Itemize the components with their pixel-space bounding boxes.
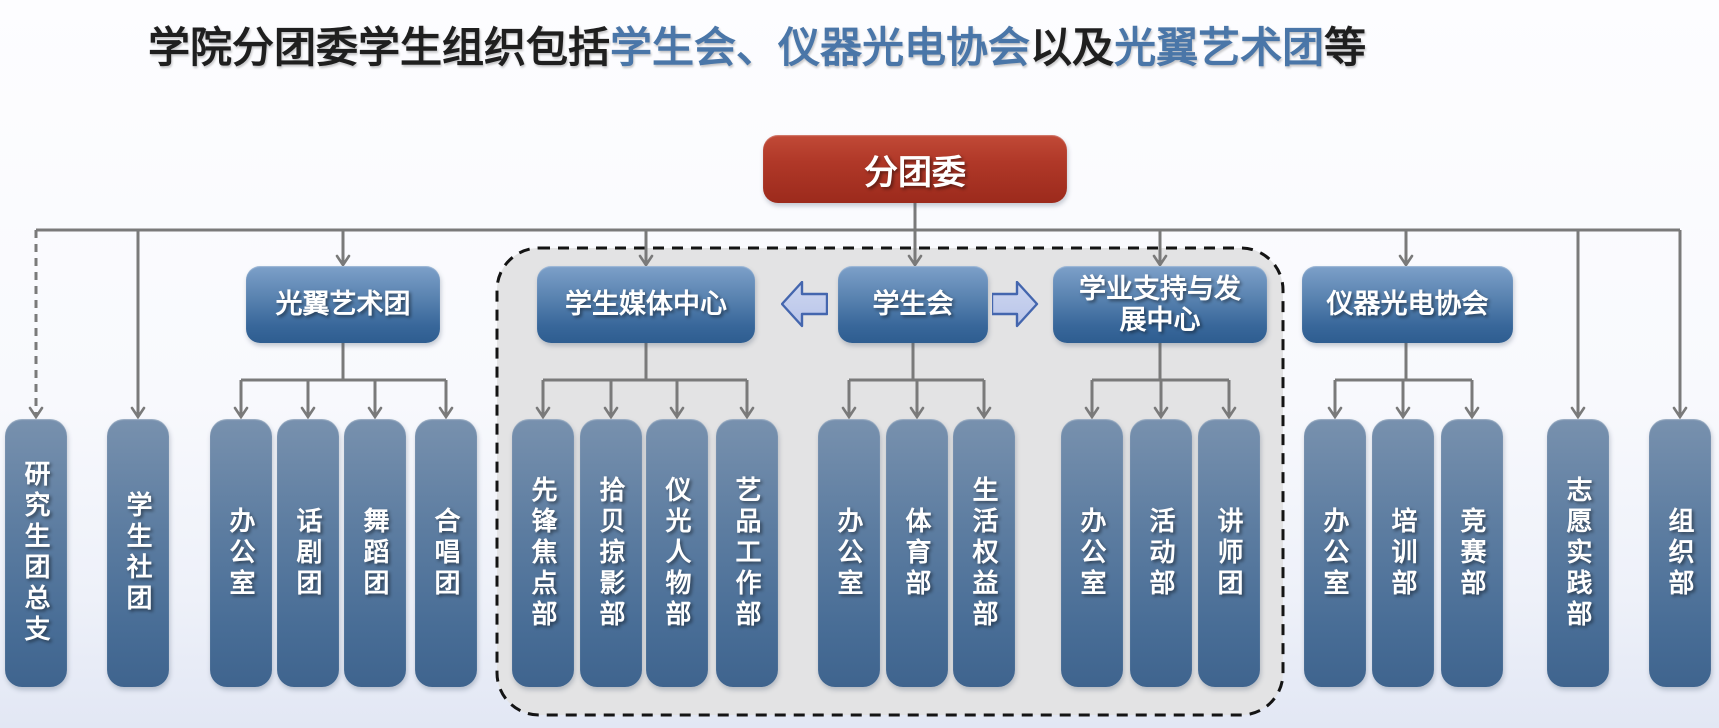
title-segment: 仪器光电协会	[778, 24, 1031, 71]
leaf-node: 办公室	[818, 419, 880, 687]
leaf-node-label: 体育部	[902, 506, 932, 600]
branch-node-label: 学生媒体中心	[565, 289, 727, 320]
leaf-node-label: 培训部	[1388, 506, 1418, 600]
leaf-node: 生活权益部	[953, 419, 1015, 687]
root-node-label: 分团委	[864, 153, 966, 192]
leaf-node: 体育部	[886, 419, 948, 687]
flow-arrow-left-icon	[780, 280, 829, 333]
standalone-node-label: 志愿实践部	[1563, 475, 1593, 631]
branch-node: 光翼艺术团	[246, 266, 440, 343]
title-segment: 等	[1324, 24, 1367, 71]
title-segment: 光翼艺术团	[1114, 24, 1325, 71]
leaf-node: 合唱团	[415, 419, 477, 687]
leaf-node: 先锋焦点部	[512, 419, 574, 687]
leaf-node: 讲师团	[1198, 419, 1260, 687]
leaf-node-label: 生活权益部	[969, 475, 999, 631]
branch-node-label: 仪器光电协会	[1326, 289, 1489, 320]
branch-node-label: 光翼艺术团	[275, 289, 411, 320]
flow-arrow-right-icon	[990, 280, 1039, 333]
standalone-node: 组织部	[1649, 419, 1711, 687]
leaf-node-label: 先锋焦点部	[528, 475, 558, 631]
root-node: 分团委	[763, 135, 1067, 203]
leaf-node: 办公室	[1304, 419, 1366, 687]
leaf-node-label: 仪光人物部	[662, 475, 692, 631]
standalone-node: 学生社团	[107, 419, 169, 687]
branch-node: 学生会	[838, 266, 988, 343]
leaf-node: 培训部	[1372, 419, 1434, 687]
leaf-node: 办公室	[210, 419, 272, 687]
standalone-node: 研究生团总支	[5, 419, 67, 687]
standalone-node-label: 学生社团	[123, 491, 153, 615]
leaf-node: 艺品工作部	[716, 419, 778, 687]
leaf-node-label: 活动部	[1146, 506, 1176, 600]
leaf-node-label: 讲师团	[1214, 506, 1244, 600]
leaf-node-label: 办公室	[1320, 506, 1350, 600]
branch-node: 仪器光电协会	[1302, 266, 1513, 343]
leaf-node-label: 合唱团	[431, 506, 461, 600]
leaf-node: 拾贝掠影部	[580, 419, 642, 687]
standalone-node-label: 组织部	[1665, 506, 1695, 600]
leaf-node-label: 竞赛部	[1457, 506, 1487, 600]
branch-node: 学生媒体中心	[537, 266, 755, 343]
leaf-node-label: 办公室	[1077, 506, 1107, 600]
leaf-node-label: 舞蹈团	[360, 506, 390, 600]
leaf-node: 仪光人物部	[646, 419, 708, 687]
leaf-node: 活动部	[1130, 419, 1192, 687]
title-segment: 学生会、	[610, 24, 779, 71]
leaf-node-label: 艺品工作部	[732, 475, 762, 631]
standalone-node-label: 研究生团总支	[21, 460, 51, 646]
title-segment: 学院分团委学生组织包括	[148, 24, 611, 71]
leaf-node: 竞赛部	[1441, 419, 1503, 687]
leaf-node-label: 话剧团	[293, 506, 323, 600]
leaf-node: 舞蹈团	[344, 419, 406, 687]
branch-node-label: 学业支持与发展中心	[1079, 274, 1241, 335]
leaf-node: 话剧团	[277, 419, 339, 687]
branch-node-label: 学生会	[872, 289, 954, 320]
leaf-node-label: 拾贝掠影部	[596, 475, 626, 631]
leaf-node-label: 办公室	[226, 506, 256, 600]
branch-node: 学业支持与发展中心	[1053, 266, 1267, 343]
leaf-node-label: 办公室	[834, 506, 864, 600]
page-title: 学院分团委学生组织包括学生会、仪器光电协会以及光翼艺术团等	[148, 14, 1366, 75]
standalone-node: 志愿实践部	[1547, 419, 1609, 687]
leaf-node: 办公室	[1061, 419, 1123, 687]
title-segment: 以及	[1030, 24, 1115, 71]
